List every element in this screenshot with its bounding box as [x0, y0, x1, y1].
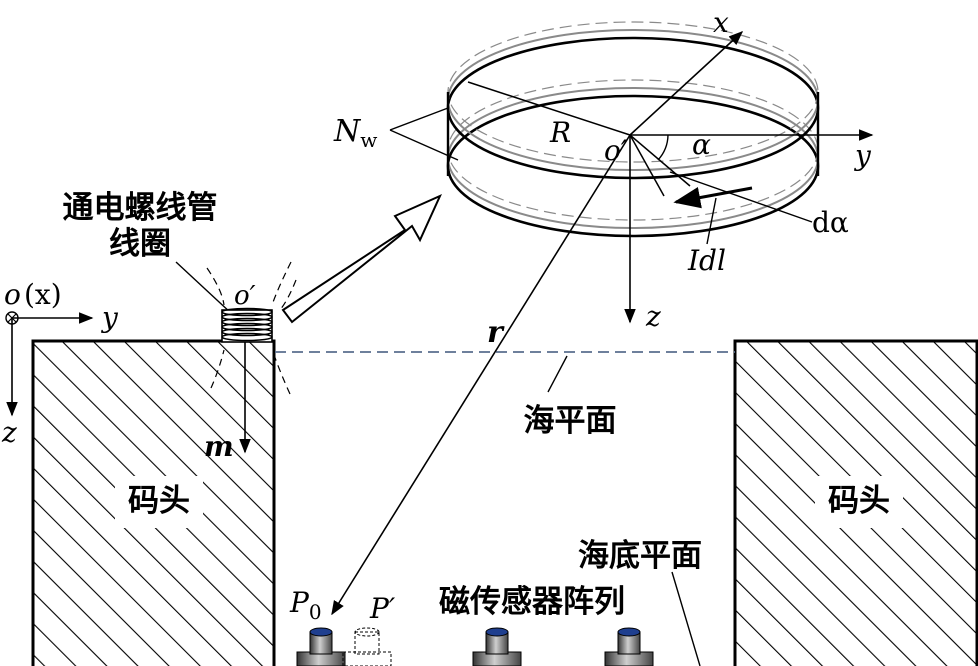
radius-line — [467, 81, 631, 136]
sensor-pprime-ghost — [342, 627, 392, 666]
dalpha-label: dα — [812, 206, 849, 239]
idl-label: Idl — [687, 244, 726, 277]
origin-left-label: o — [4, 278, 21, 311]
origin-left-x-label: (x) — [24, 278, 62, 311]
ring-coil — [446, 21, 820, 238]
pprime-label: P′ — [369, 592, 396, 625]
radius-label: R — [549, 116, 571, 149]
vector-r-label: r — [487, 315, 505, 350]
vector-r — [331, 134, 631, 616]
axis-z-left-label: z — [1, 416, 17, 449]
solenoid-label-line2: 线圈 — [109, 226, 171, 262]
axis-x-label: x — [713, 6, 729, 39]
alpha-label: α — [692, 128, 711, 161]
current-element-arrow — [673, 186, 753, 209]
p0-label: P0 — [289, 586, 322, 624]
pier-left-label: 码头 — [128, 483, 190, 519]
pier-right-label: 码头 — [828, 483, 890, 519]
axis-y-label: y — [853, 139, 872, 172]
sensor-4 — [604, 627, 654, 666]
solenoid-coil — [206, 261, 297, 395]
coil-origin-label: o′ — [234, 281, 256, 311]
sea-level-label: 海平面 — [524, 403, 617, 439]
sensor-p0 — [296, 627, 346, 666]
solenoid-label-line1: 通电螺线管 — [63, 190, 218, 226]
sensor-3 — [472, 627, 522, 666]
nw-label: Nw — [333, 114, 377, 152]
axis-y-left-label: y — [100, 301, 119, 334]
moment-label: m — [204, 430, 234, 463]
ring-origin-label: o′ — [604, 134, 628, 167]
axis-z-label: z — [645, 300, 661, 333]
zoom-arrow — [281, 194, 442, 324]
sensor-array-label: 磁传感器阵列 — [439, 584, 625, 620]
seabed-label: 海底平面 — [578, 538, 702, 574]
